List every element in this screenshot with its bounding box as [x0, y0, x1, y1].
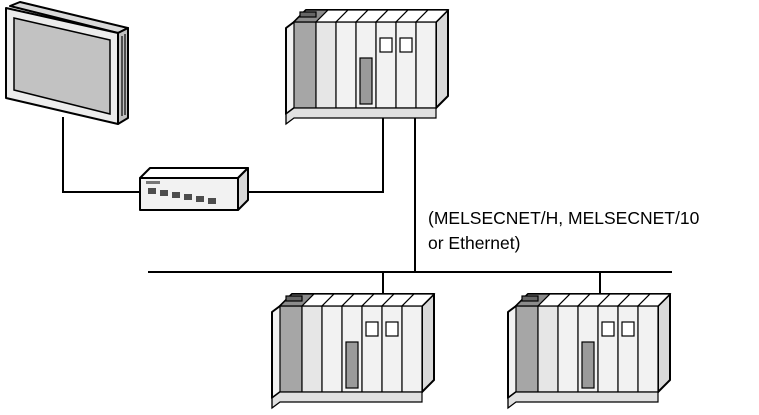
network-hub-icon [139, 167, 249, 211]
network-type-label-line1: (MELSECNET/H, MELSECNET/10 [428, 208, 700, 228]
panel-to-hub-cable [62, 117, 140, 193]
plc-rack-icon [271, 293, 435, 409]
hub-to-plc-cable [248, 115, 384, 193]
network-type-label-line2: or Ethernet) [428, 233, 521, 253]
plc-rack-icon [507, 293, 671, 409]
touch-panel-icon [5, 1, 129, 125]
network-type-label: (MELSECNET/H, MELSECNET/10 or Ethernet) [428, 206, 699, 256]
plc-rack-icon [285, 9, 449, 125]
